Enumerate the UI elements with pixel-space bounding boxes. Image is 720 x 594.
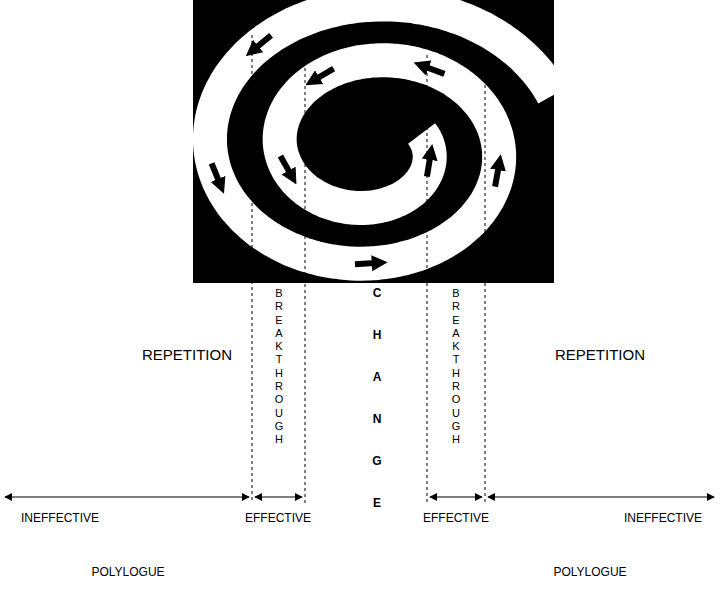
dashed-boundary xyxy=(427,55,428,503)
black-ground xyxy=(193,0,554,283)
breakthrough-label: BREAKTHROUGH xyxy=(451,287,462,447)
spiral-band xyxy=(210,4,553,263)
dashed-boundary xyxy=(485,55,486,503)
flow-arrow xyxy=(280,156,290,173)
effectiveness-label: EFFECTIVE xyxy=(423,512,489,525)
breakthrough-label: BREAKTHROUGH xyxy=(274,287,285,447)
band-boundaries xyxy=(252,35,485,503)
flow-arrow xyxy=(212,163,220,182)
dashed-boundary xyxy=(305,50,306,503)
range-arrow xyxy=(488,496,714,497)
range-arrow xyxy=(430,496,482,497)
effectiveness-label: EFFECTIVE xyxy=(245,512,311,525)
flow-arrow xyxy=(256,35,271,48)
flow-arrow xyxy=(355,263,375,264)
change-label: CHANGE xyxy=(371,272,383,524)
range-arrows xyxy=(5,497,714,498)
flow-arrow xyxy=(495,167,498,187)
flow-arrow xyxy=(426,67,445,74)
effectiveness-label: INEFFECTIVE xyxy=(624,512,702,525)
range-arrow xyxy=(255,496,302,497)
repetition-label: REPETITION xyxy=(555,347,645,364)
repetition-label: REPETITION xyxy=(142,347,232,364)
effectiveness-label: INEFFECTIVE xyxy=(21,512,99,525)
spiral-figure xyxy=(193,0,554,283)
polylogue-label: POLYLOGUE xyxy=(553,566,626,579)
polylogue-label: POLYLOGUE xyxy=(91,566,164,579)
range-arrow xyxy=(5,496,249,497)
dashed-boundary xyxy=(252,35,253,503)
flow-arrow xyxy=(316,69,333,79)
